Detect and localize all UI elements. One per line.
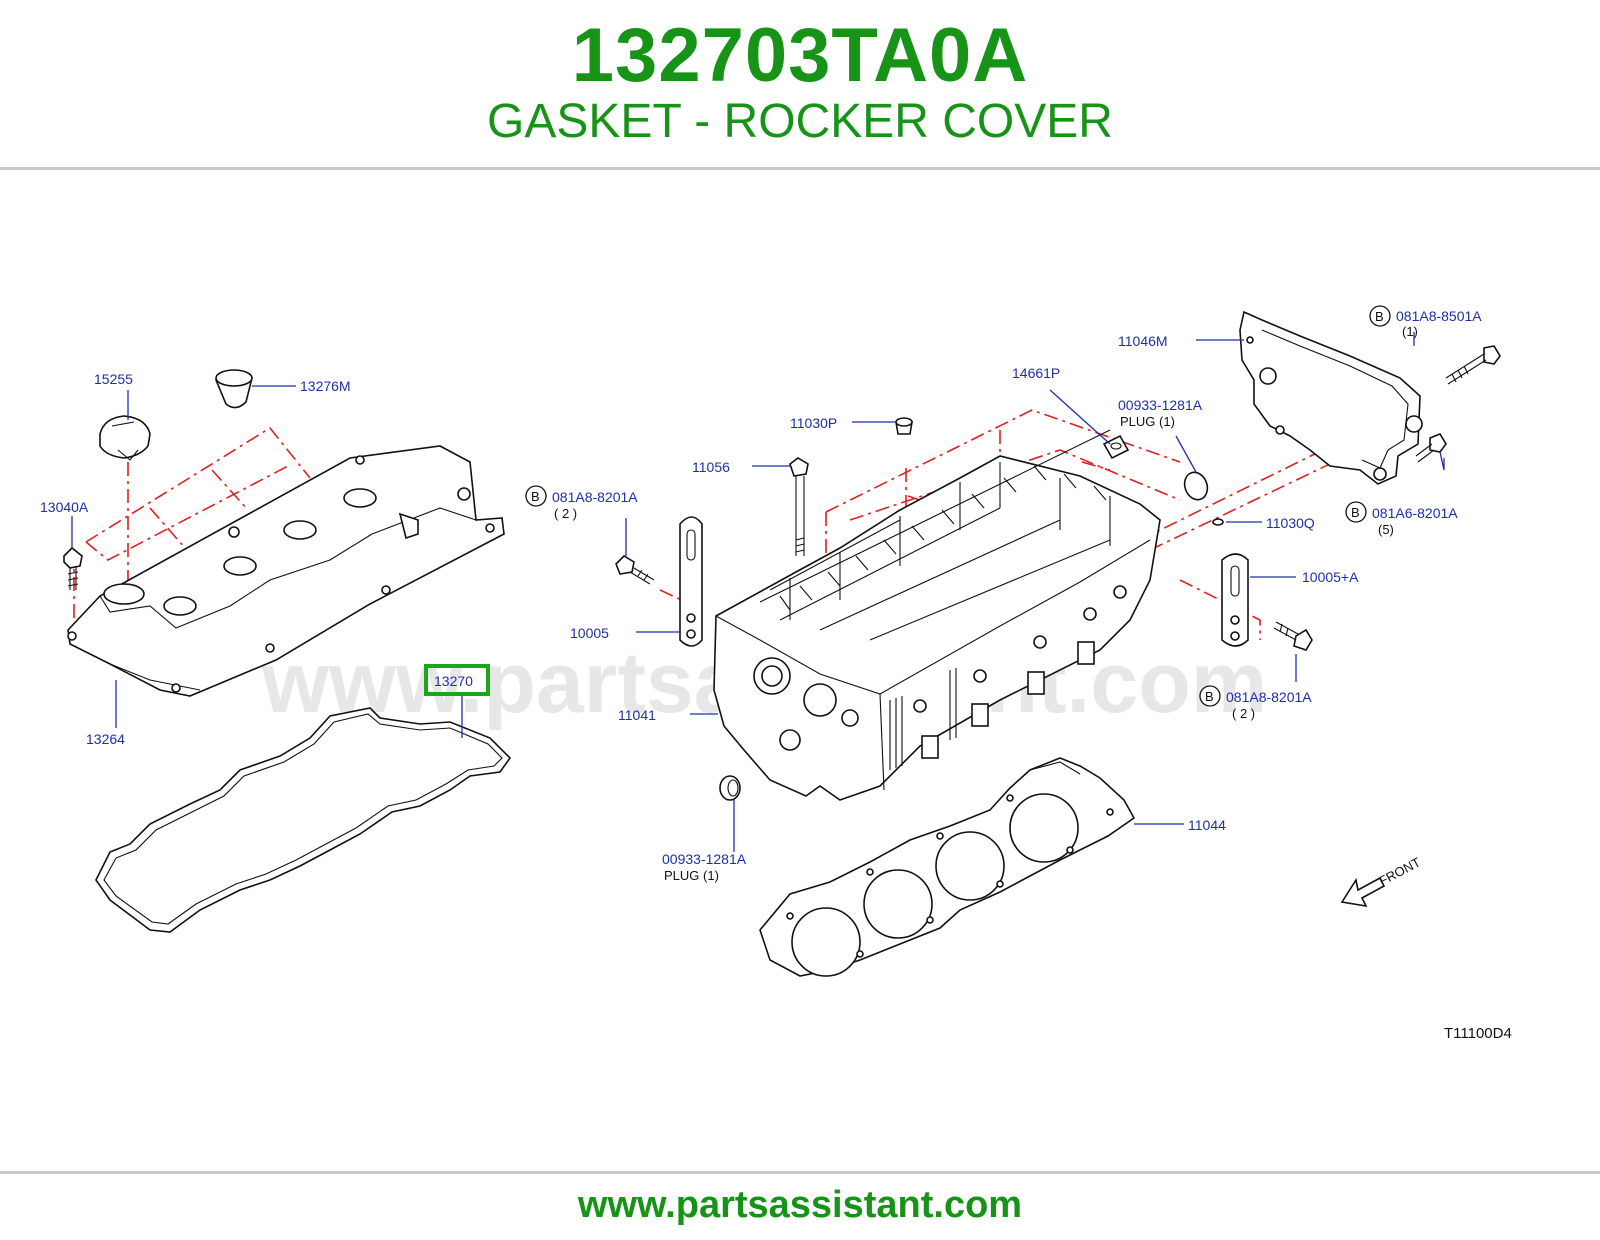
page-header: 132703TA0A GASKET - ROCKER COVER (0, 0, 1600, 168)
pcv-grommet[interactable] (215, 369, 253, 409)
diagram-code: T11100D4 (1444, 1025, 1512, 1042)
exploded-view-svg: www.partsassistant.com (40, 305, 1512, 1042)
circle-b-label: B (1205, 689, 1214, 704)
part-number-title: 132703TA0A (571, 13, 1029, 98)
callout-10005[interactable]: 10005 (570, 625, 609, 641)
parts-diagram: www.partsassistant.com (0, 170, 1600, 1170)
cylinder-head[interactable] (713, 429, 1161, 801)
part-name-subtitle: GASKET - ROCKER COVER (487, 95, 1113, 148)
plug-11030p[interactable] (895, 417, 913, 435)
callout-13264[interactable]: 13264 (86, 731, 125, 747)
callout-081a8-8501a[interactable]: 081A8-8501A (1396, 308, 1482, 324)
seal-14661p[interactable] (1102, 434, 1130, 460)
plug-top[interactable] (1181, 469, 1211, 503)
callout-11030q[interactable]: 11030Q (1266, 515, 1315, 531)
rocker-cover-bolt[interactable] (63, 546, 83, 590)
callout-00933-top[interactable]: 00933-1281A (1118, 397, 1203, 413)
front-arrow-icon (1340, 876, 1386, 908)
rocker-cover-gasket[interactable] (95, 707, 512, 933)
bolt-081a6-8201a[interactable] (1415, 433, 1447, 463)
callout-13276m[interactable]: 13276M (300, 378, 351, 394)
callout-11030p[interactable]: 11030P (790, 415, 837, 431)
callout-00933-top-sub: PLUG (1) (1120, 414, 1175, 429)
circle-b-label: B (531, 489, 540, 504)
timing-cover-plate[interactable] (1239, 310, 1423, 485)
header-divider (0, 167, 1600, 170)
callout-11056[interactable]: 11056 (692, 459, 730, 475)
callout-leaders (71, 332, 1445, 852)
engine-hanger-rear[interactable] (1221, 553, 1249, 647)
callout-081a8-8201a-left-qty: ( 2 ) (554, 506, 577, 521)
cylinder-head-gasket[interactable] (759, 757, 1136, 977)
callout-13040a[interactable]: 13040A (40, 499, 89, 515)
callout-11041[interactable]: 11041 (618, 707, 656, 723)
callout-081a6-8201a-qty: (5) (1378, 522, 1394, 537)
callout-11044[interactable]: 11044 (1188, 817, 1226, 833)
highlight-box (424, 664, 490, 696)
callout-081a8-8201a-right-qty: ( 2 ) (1232, 706, 1255, 721)
callout-14661p[interactable]: 14661P (1012, 365, 1060, 381)
circle-b-icon (1199, 685, 1221, 707)
oil-filler-cap[interactable] (99, 415, 151, 461)
callout-13270[interactable]: 13270 (434, 673, 473, 689)
callout-00933-bottom[interactable]: 00933-1281A (662, 851, 747, 867)
callout-11046m[interactable]: 11046M (1118, 333, 1168, 349)
callout-081a8-8201a-right[interactable]: 081A8-8201A (1226, 689, 1312, 705)
circle-b-label: B (1375, 309, 1384, 324)
plug-bottom[interactable] (719, 775, 741, 801)
circle-b-label: B (1351, 505, 1360, 520)
rocker-cover[interactable] (67, 445, 505, 697)
bolt-081a8-8501a[interactable] (1445, 345, 1501, 385)
callout-00933-bottom-sub: PLUG (1) (664, 868, 719, 883)
bolt-081a8-8201a-right[interactable] (1273, 621, 1313, 651)
callout-081a8-8201a-left[interactable]: 081A8-8201A (552, 489, 638, 505)
callout-081a8-8501a-qty: (1) (1402, 324, 1418, 339)
callout-081a6-8201a[interactable]: 081A6-8201A (1372, 505, 1458, 521)
engine-hanger-front[interactable] (679, 516, 703, 647)
front-label: FRONT (1376, 854, 1423, 888)
circle-b-icon (1345, 501, 1367, 523)
circle-b-icon (1369, 305, 1391, 327)
dowel-11030q[interactable] (1212, 518, 1224, 526)
footer-divider (0, 1171, 1600, 1174)
bolt-081a8-8201a-left[interactable] (615, 554, 655, 585)
callout-15255[interactable]: 15255 (94, 371, 133, 387)
head-bolt[interactable] (789, 457, 809, 556)
footer-site-link[interactable]: www.partsassistant.com (577, 1184, 1023, 1226)
callout-10005a[interactable]: 10005+A (1302, 569, 1359, 585)
circle-b-icon (525, 485, 547, 507)
